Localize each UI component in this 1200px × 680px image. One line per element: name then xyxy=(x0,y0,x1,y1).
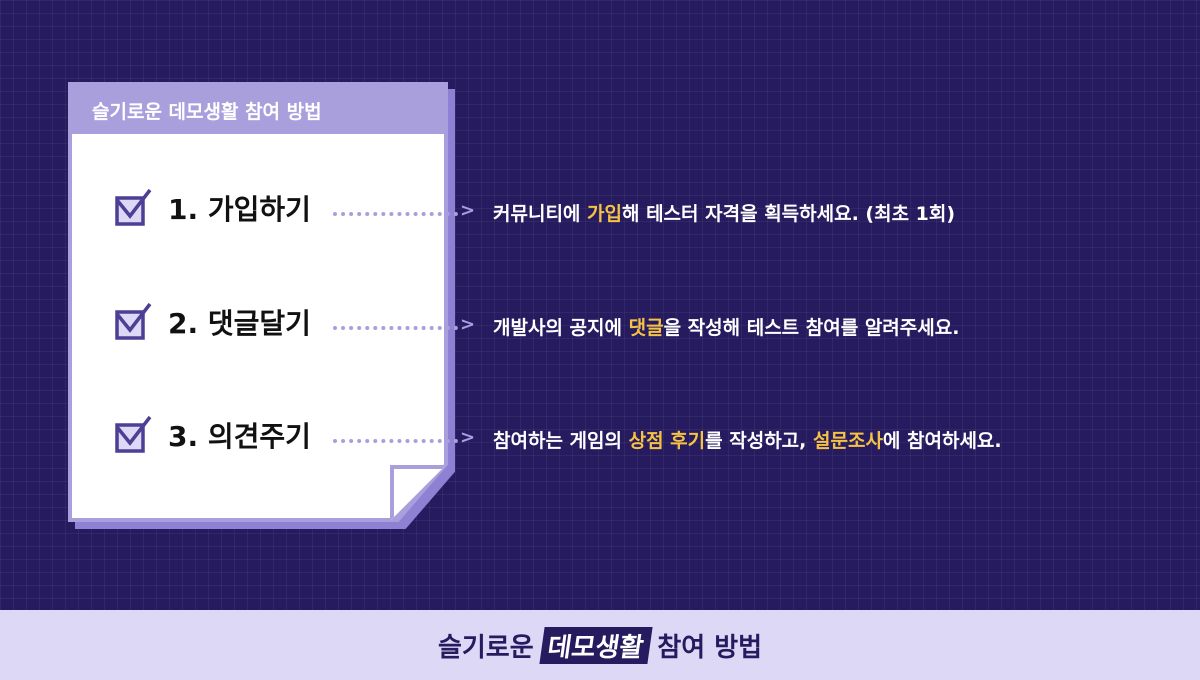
desc-text: 개발사의 공지에 xyxy=(493,317,629,339)
step-description: 커뮤니티에 가입해 테스터 자격을 획득하세요. (최초 1회) xyxy=(493,199,955,226)
chevron-right-icon: > xyxy=(460,427,476,448)
desc-text: 해 테스터 자격을 획득하세요. (최초 1회) xyxy=(621,203,956,225)
desc-text: 에 참여하세요. xyxy=(882,430,1002,452)
desc-text: 커뮤니티에 xyxy=(493,203,588,225)
desc-text: 을 작성해 테스트 참여를 알려주세요. xyxy=(663,317,960,339)
checkbox-icon xyxy=(115,302,152,340)
footer-part2: 데모생활 xyxy=(539,626,652,664)
dotted-connector xyxy=(333,212,458,216)
step-description: 참여하는 게임의 상점 후기를 작성하고, 설문조사에 참여하세요. xyxy=(493,426,1002,453)
highlight-text: 설문조사 xyxy=(813,430,883,452)
chevron-right-icon: > xyxy=(460,200,476,221)
chevron-right-icon: > xyxy=(460,314,476,335)
step-description: 개발사의 공지에 댓글을 작성해 테스트 참여를 알려주세요. xyxy=(493,313,959,340)
dotted-connector xyxy=(333,439,458,443)
footer-part1: 슬기로운 xyxy=(437,632,534,663)
step-1: 1. 가입하기 xyxy=(112,188,328,228)
checkbox-icon xyxy=(115,188,152,226)
desc-text: 참여하는 게임의 xyxy=(493,430,629,452)
highlight-text: 가입 xyxy=(587,203,622,225)
highlight-text: 댓글 xyxy=(628,317,664,339)
step-label: 2. 댓글달기 xyxy=(168,307,311,340)
step-label: 1. 가입하기 xyxy=(168,193,311,226)
desc-text: 를 작성하고, xyxy=(705,430,813,452)
step-2: 2. 댓글달기 xyxy=(112,302,328,342)
highlight-text: 상점 후기 xyxy=(628,430,706,452)
card-title: 슬기로운 데모생활 참여 방법 xyxy=(92,101,322,123)
footer-part3: 참여 방법 xyxy=(657,632,763,663)
dotted-connector xyxy=(333,326,458,330)
step-3: 3. 의견주기 xyxy=(112,415,328,455)
step-label: 3. 의견주기 xyxy=(168,420,311,453)
checkbox-icon xyxy=(115,415,152,453)
footer-banner: 슬기로운 데모생활 참여 방법 xyxy=(0,610,1200,680)
